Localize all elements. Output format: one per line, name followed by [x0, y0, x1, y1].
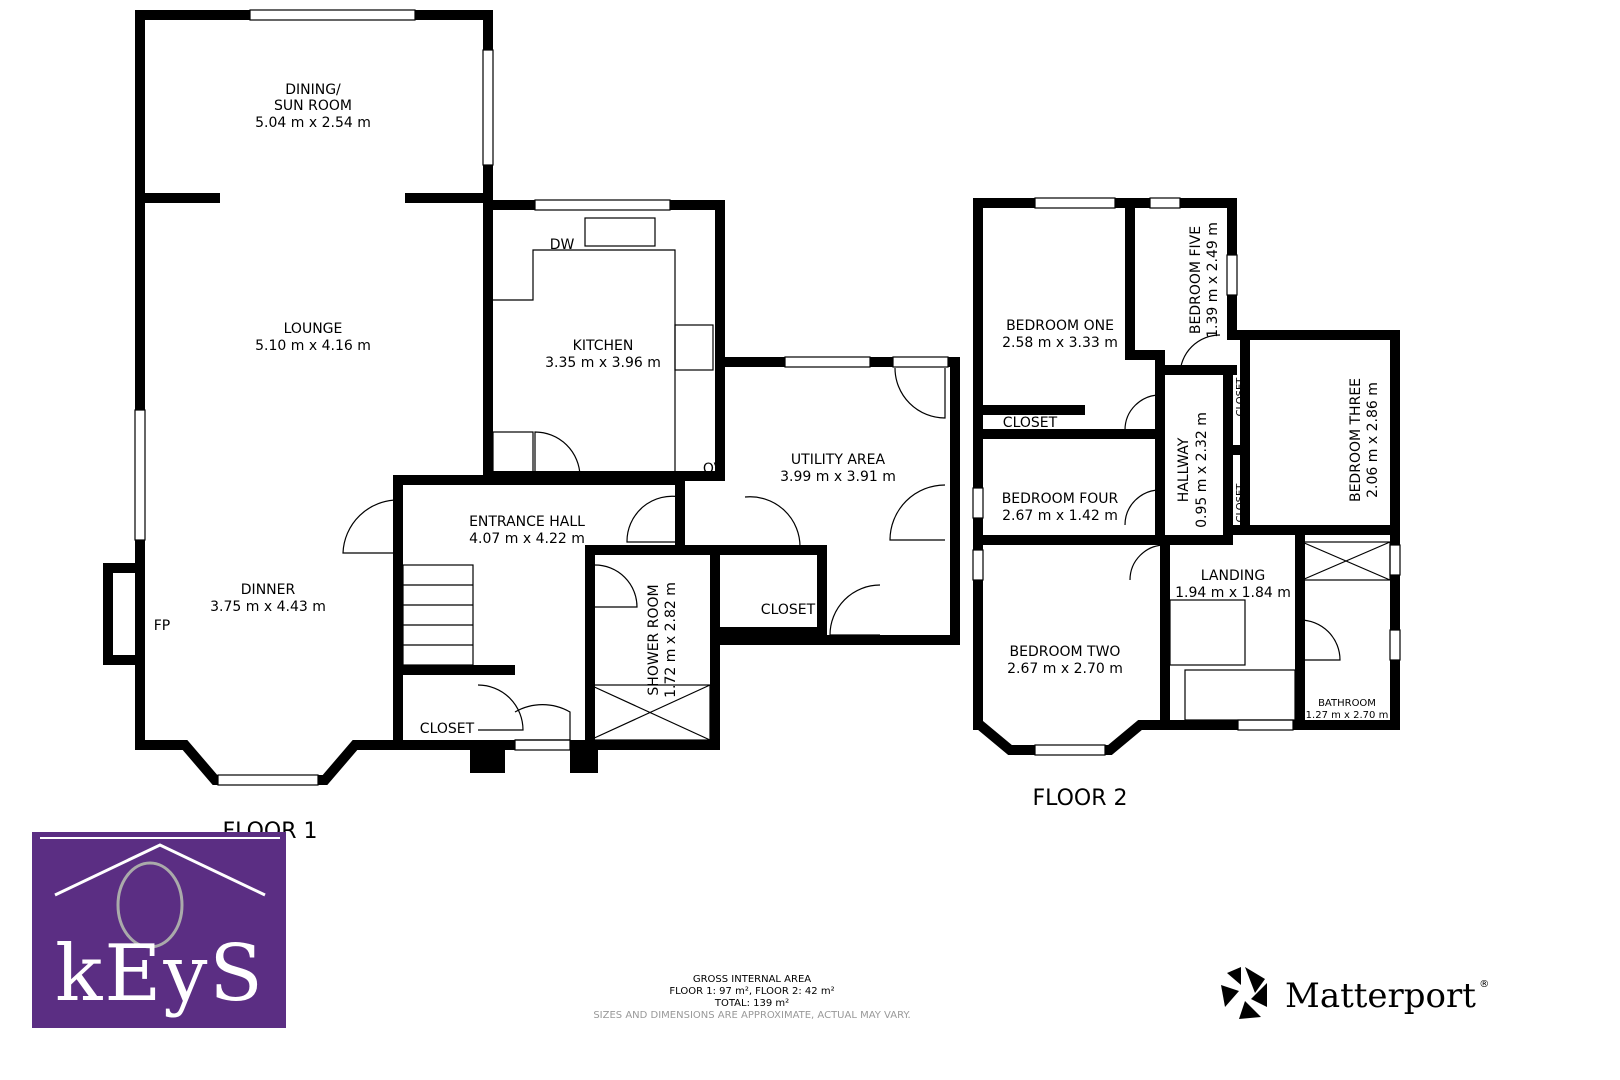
room-name: BEDROOM FOUR: [1002, 491, 1119, 507]
registered-mark: ®: [1479, 979, 1489, 990]
room-dims: 3.75 m x 4.43 m: [210, 599, 326, 615]
area-title: GROSS INTERNAL AREA: [693, 974, 811, 985]
disclaimer: SIZES AND DIMENSIONS ARE APPROXIMATE, AC…: [593, 1010, 910, 1021]
room-name: BEDROOM TWO: [1010, 644, 1121, 660]
room-name: DINNER: [241, 582, 296, 598]
room-name: LANDING: [1201, 568, 1265, 584]
matterport-mark-icon: [1221, 967, 1267, 1019]
dw-label: DW: [550, 237, 575, 253]
room-dims: 1.27 m x 2.70 m: [1306, 710, 1389, 721]
room-name: BEDROOM ONE: [1006, 318, 1114, 334]
floor1-walls: [103, 10, 960, 785]
room-name: ENTRANCE HALL: [469, 514, 585, 530]
floor2-labels: BEDROOM ONE 2.58 m x 3.33 m BEDROOM FIVE…: [1002, 222, 1389, 811]
matterport-wordmark: Matterport: [1285, 976, 1476, 1016]
closet-label: CLOSET: [1235, 377, 1246, 417]
room-name: UTILITY AREA: [791, 452, 886, 468]
room-name: BEDROOM FIVE: [1188, 226, 1204, 334]
floor1-windows: [134, 9, 949, 786]
area-summary: GROSS INTERNAL AREA FLOOR 1: 97 m², FLOO…: [593, 974, 910, 1021]
keys-logo: kEyS: [32, 832, 286, 1028]
floor1-labels: DINING/ SUN ROOM 5.04 m x 2.54 m LOUNGE …: [154, 82, 896, 844]
floor1-stairs: [342, 217, 946, 741]
matterport-logo: Matterport ®: [1221, 967, 1489, 1019]
room-name: BATHROOM: [1318, 698, 1376, 709]
floor2-title: FLOOR 2: [1032, 786, 1127, 811]
closet-label: CLOSET: [1235, 483, 1246, 523]
room-name: DINING/: [285, 82, 341, 98]
room-name: SUN ROOM: [274, 98, 352, 114]
closet-label: CLOSET: [761, 602, 816, 618]
room-dims: 3.35 m x 3.96 m: [545, 355, 661, 371]
area-floors: FLOOR 1: 97 m², FLOOR 2: 42 m²: [669, 986, 834, 997]
room-dims: 1.94 m x 1.84 m: [1175, 585, 1291, 601]
closet-label: CLOSET: [420, 721, 475, 737]
room-dims: 5.10 m x 4.16 m: [255, 338, 371, 354]
ov-label: OV: [703, 461, 724, 477]
room-dims: 2.67 m x 1.42 m: [1002, 508, 1118, 524]
floor2-windows: [972, 197, 1401, 756]
room-dims: 5.04 m x 2.54 m: [255, 115, 371, 131]
closet-label: CLOSET: [1003, 415, 1058, 431]
room-name: SHOWER ROOM: [646, 584, 662, 695]
area-total: TOTAL: 139 m²: [714, 998, 789, 1009]
fp-label: FP: [154, 618, 171, 634]
room-name: KITCHEN: [573, 338, 634, 354]
room-dims: 1.39 m x 2.49 m: [1205, 222, 1221, 338]
room-dims: 1.72 m x 2.82 m: [663, 582, 679, 698]
room-name: BEDROOM THREE: [1348, 378, 1364, 502]
room-dims: 2.67 m x 2.70 m: [1007, 661, 1123, 677]
room-dims: 0.95 m x 2.32 m: [1194, 412, 1210, 528]
room-dims: 2.58 m x 3.33 m: [1002, 335, 1118, 351]
room-name: LOUNGE: [284, 321, 343, 337]
room-dims: 2.06 m x 2.86 m: [1365, 382, 1381, 498]
room-name: HALLWAY: [1176, 437, 1192, 502]
room-dims: 3.99 m x 3.91 m: [780, 469, 896, 485]
svg-text:kEyS: kEyS: [55, 929, 265, 1019]
room-dims: 4.07 m x 4.22 m: [469, 531, 585, 547]
